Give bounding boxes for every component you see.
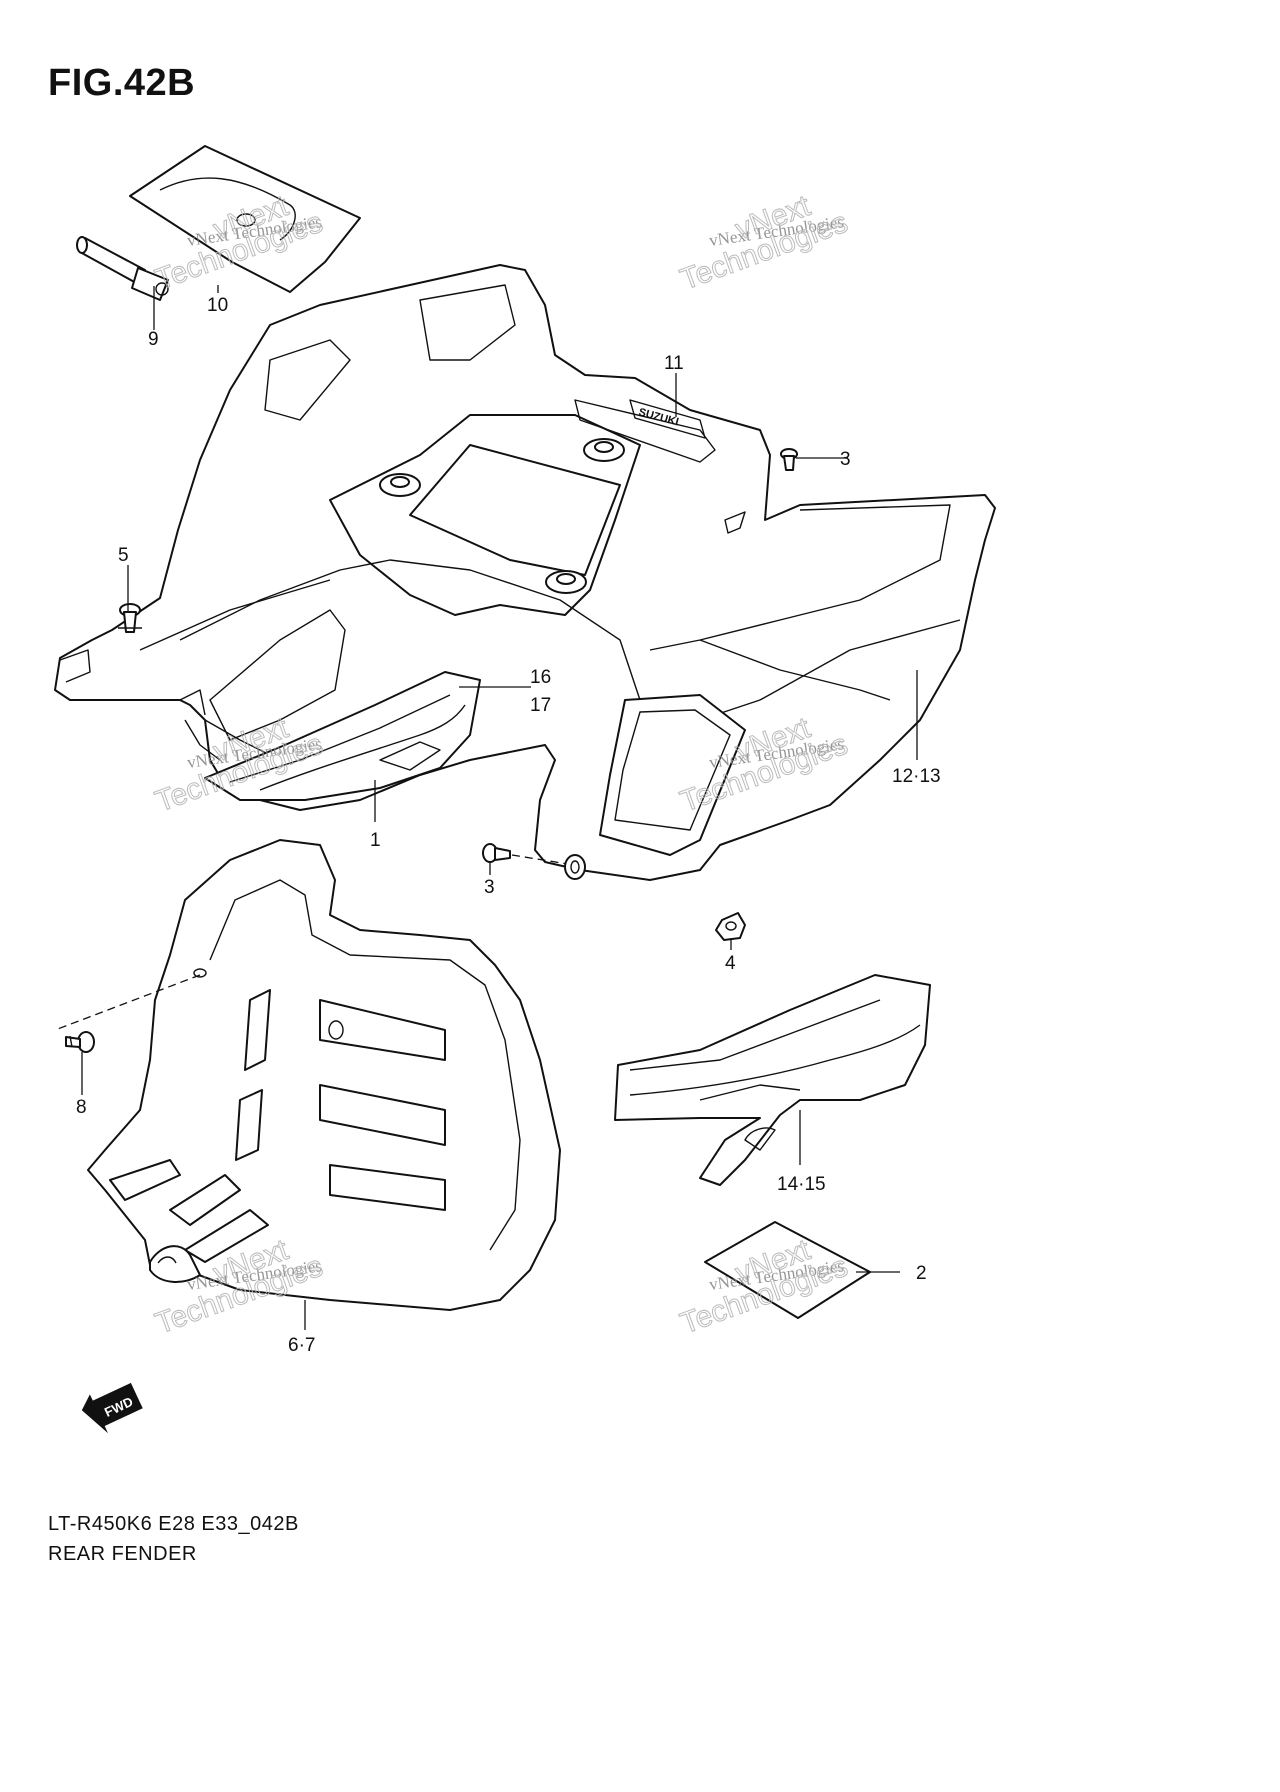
callout-6-7: 6·7 [288, 1335, 315, 1356]
part-3-screw-upper [780, 448, 798, 471]
part-6-7-mud-guard [54, 839, 561, 1311]
part-4-nut [715, 912, 746, 941]
leader-lines [81, 285, 918, 1330]
callout-3-upper: 3 [840, 449, 851, 470]
callout-3-lower: 3 [484, 877, 495, 898]
part-1-rear-fender [54, 264, 996, 881]
model-code-label: LT-R450K6 E28 E33_042B [48, 1513, 299, 1535]
section-name-label: REAR FENDER [48, 1543, 197, 1565]
callout-12-13: 12·13 [892, 766, 941, 787]
part-16-17-side-decal [204, 671, 481, 801]
fwd-arrow-icon [81, 1382, 143, 1434]
callout-9: 9 [148, 329, 159, 350]
callout-11: 11 [664, 353, 684, 374]
part-10-storage-pad [129, 145, 361, 293]
part-9-pin [76, 236, 169, 301]
part-5-clip [118, 603, 142, 633]
part-3-screw-lower [482, 843, 586, 880]
callout-1: 1 [370, 830, 381, 851]
callout-17: 17 [530, 695, 551, 716]
fwd-direction-badge: FWD [81, 1382, 143, 1434]
callout-8: 8 [76, 1097, 87, 1118]
callout-labels: 9 10 11 3 5 16 17 12·13 1 3 4 8 14·15 2 … [76, 295, 941, 1356]
callout-16: 16 [530, 667, 551, 688]
figure-title: FIG.42B [48, 62, 196, 104]
watermark-2: vNext Technologies vNext Technologies [676, 189, 853, 297]
part-8-screw [65, 1031, 95, 1053]
callout-5: 5 [118, 545, 129, 566]
callout-4: 4 [725, 953, 736, 974]
callout-10: 10 [207, 295, 228, 316]
part-14-15-side-decal [614, 974, 931, 1186]
callout-2: 2 [916, 1263, 927, 1284]
callout-14-15: 14·15 [777, 1174, 826, 1195]
